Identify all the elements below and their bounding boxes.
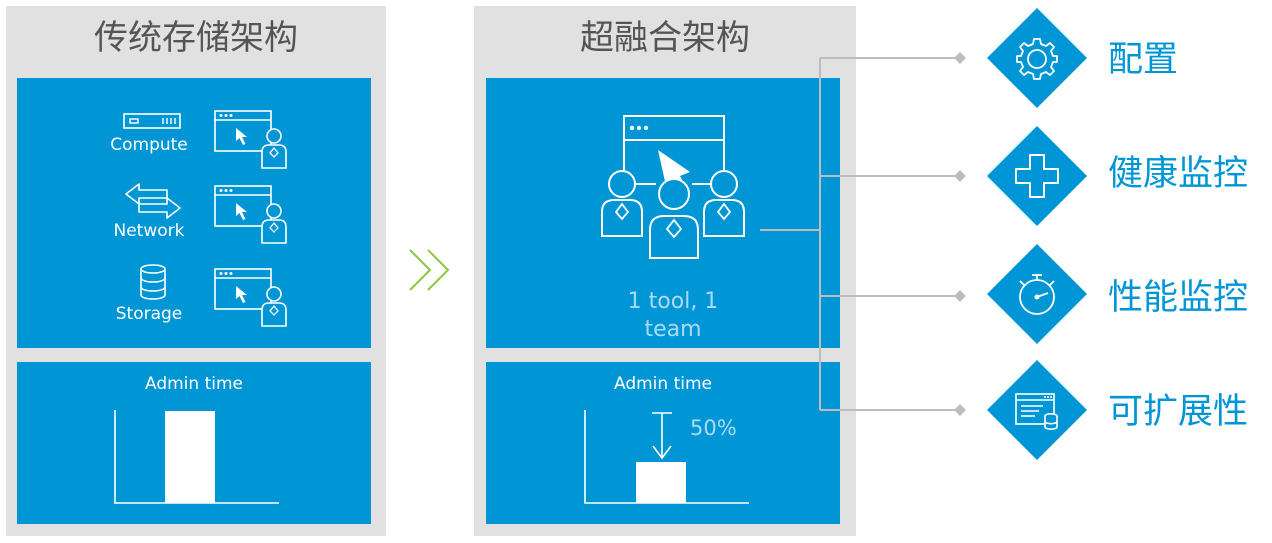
admin-console-icon xyxy=(214,110,287,169)
team-caption: 1 tool, 1 team xyxy=(627,289,719,342)
admin-time-axes xyxy=(114,410,279,504)
double-chevron-arrow-icon xyxy=(409,249,450,291)
admin-time-bar xyxy=(165,411,215,503)
network-label: Network xyxy=(113,221,185,241)
traditional-admin-time-box: Admin time xyxy=(17,362,371,524)
team-with-single-console-icon xyxy=(601,115,745,259)
reduction-down-arrow-icon xyxy=(652,412,672,460)
database-icon xyxy=(140,264,166,300)
traditional-architecture-panel: 传统存储架构 Compute Network Storage xyxy=(6,6,386,536)
reduction-percent-label: 50% xyxy=(690,416,737,440)
unified-tool-box: 1 tool, 1 team xyxy=(486,78,840,348)
admin-time-bar xyxy=(636,462,686,503)
stopwatch-icon xyxy=(987,244,1087,344)
gear-icon xyxy=(987,8,1087,108)
admin-console-icon xyxy=(214,185,287,244)
feature-label-scalability: 可扩展性 xyxy=(1108,392,1249,432)
compute-label: Compute xyxy=(110,135,188,155)
feature-label-configuration: 配置 xyxy=(1108,40,1179,80)
storage-label: Storage xyxy=(115,304,183,324)
hyperconverged-architecture-panel: 超融合架构 1 tool, 1 team Admin time xyxy=(474,6,856,536)
medical-cross-icon xyxy=(987,126,1087,226)
scalability-icon xyxy=(987,360,1087,460)
traditional-tools-box: Compute Network Storage xyxy=(17,78,371,348)
admin-time-axes xyxy=(584,410,749,504)
hyperconverged-architecture-title: 超融合架构 xyxy=(580,18,750,58)
feature-connector-lines xyxy=(760,52,966,416)
admin-time-label: Admin time xyxy=(145,374,243,394)
traditional-architecture-title: 传统存储架构 xyxy=(94,18,298,58)
hyperconverged-admin-time-box: Admin time 50% xyxy=(486,362,840,524)
admin-time-label: Admin time xyxy=(614,374,712,394)
feature-label-health-monitoring: 健康监控 xyxy=(1108,154,1249,194)
server-icon xyxy=(123,113,181,129)
feature-label-performance-monitoring: 性能监控 xyxy=(1108,278,1249,318)
admin-console-icon xyxy=(214,268,287,327)
network-arrows-icon xyxy=(125,183,181,219)
